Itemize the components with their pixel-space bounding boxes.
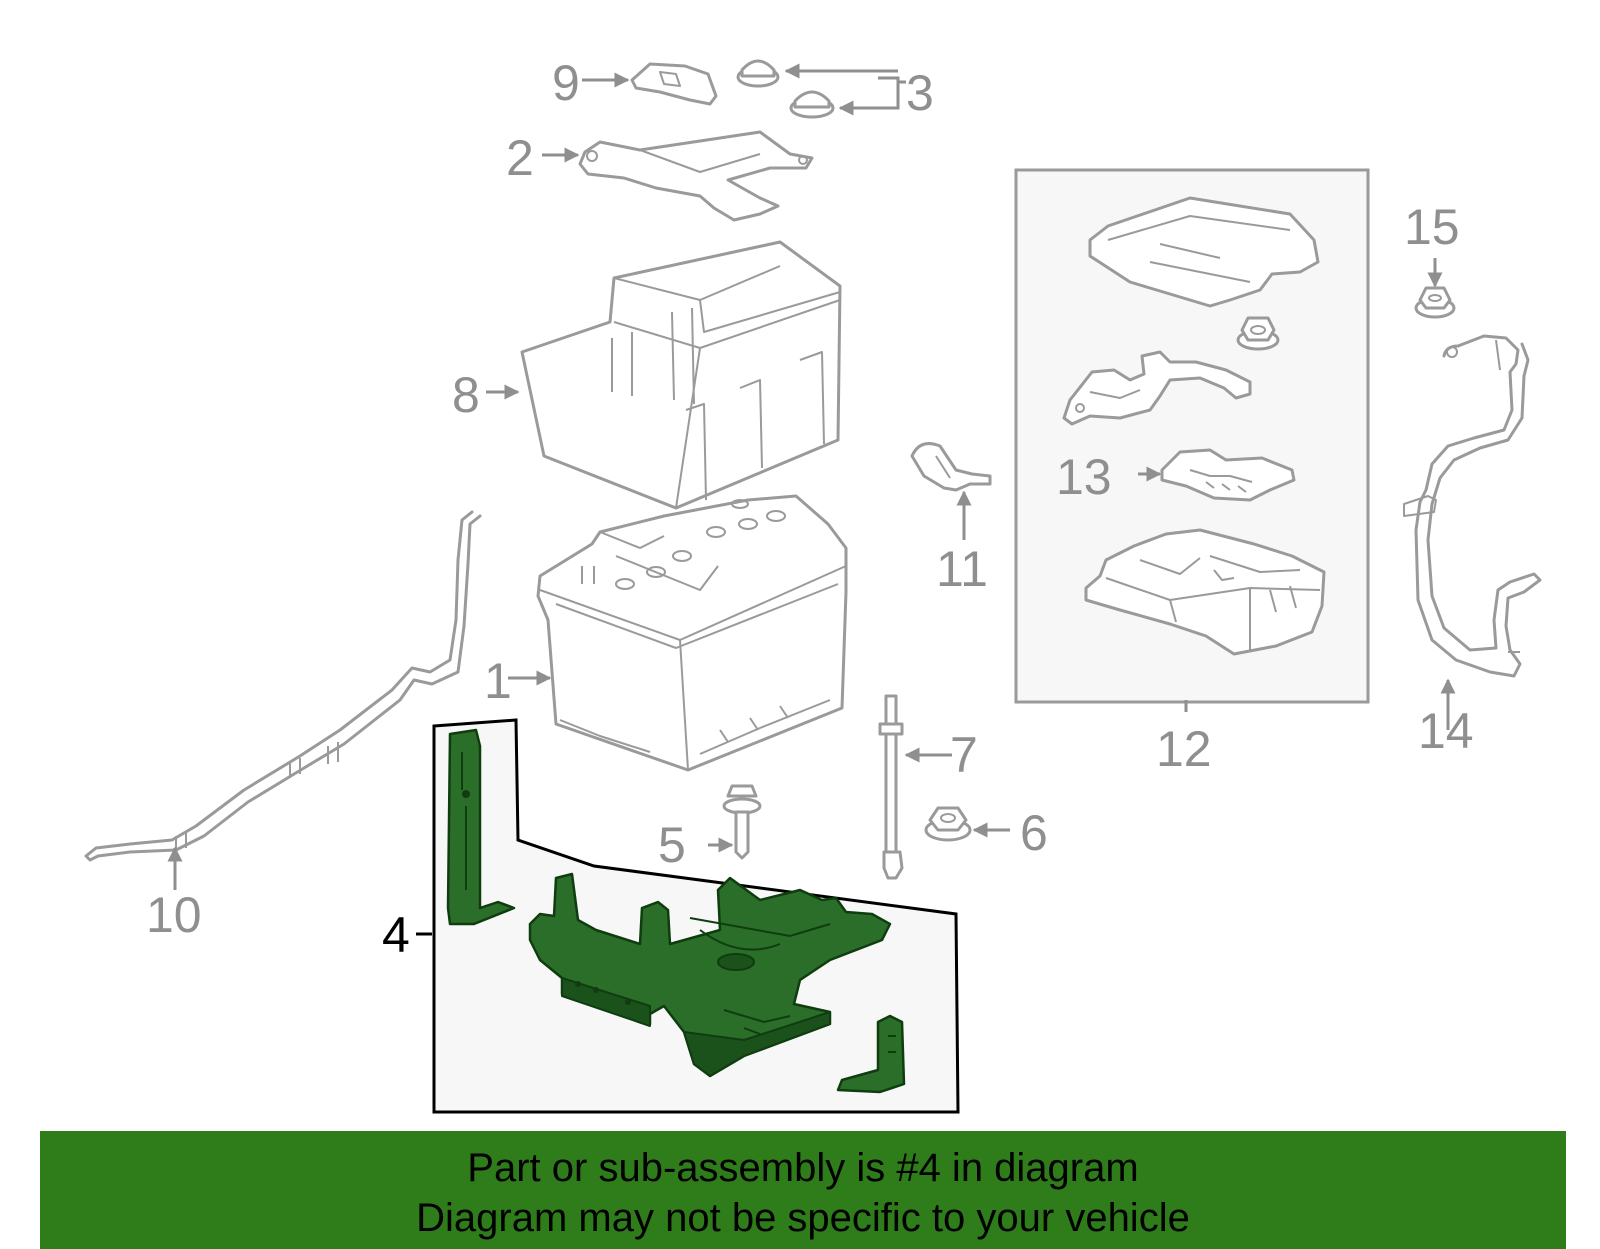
callout-12: 12 [1156,721,1212,777]
callout-10: 10 [146,887,202,943]
callout-11: 11 [936,541,988,597]
banner-line-2: Diagram may not be specific to your vehi… [416,1196,1190,1240]
callout-labels: 9 3 2 8 1 10 11 7 5 6 12 13 14 15 4 [146,55,1474,963]
callout-2: 2 [506,130,534,186]
part-12-fuse-block-assembly[interactable] [1014,168,1370,704]
parts-diagram: 9 3 2 8 1 10 11 7 5 6 12 13 14 15 4 [84,55,1542,1114]
callout-6: 6 [1020,805,1048,861]
leader-lines [167,63,1456,936]
part-5-bolt[interactable] [722,784,762,860]
callout-3: 3 [906,65,934,121]
callout-7: 7 [950,727,978,783]
banner-line-1: Part or sub-assembly is #4 in diagram [467,1146,1139,1190]
part-12-nut [1236,316,1280,351]
callout-1: 1 [484,653,512,709]
callout-9: 9 [552,55,580,111]
callout-4: 4 [382,907,410,963]
info-banner: Part or sub-assembly is #4 in diagram Di… [40,1131,1566,1249]
callout-15: 15 [1404,199,1460,255]
part-8-battery-cover[interactable] [520,240,842,510]
part-9-terminal-cover[interactable] [630,62,718,106]
part-10-cable-harness[interactable] [84,510,482,862]
part-13-fuse-plate[interactable] [1160,448,1296,502]
part-1-battery[interactable] [536,494,848,772]
part-3-caps[interactable] [736,59,835,119]
part-15-nut[interactable] [1414,286,1456,319]
part-2-hold-down-bracket[interactable] [578,130,814,222]
part-11-clip[interactable] [910,442,992,492]
callout-13: 13 [1056,449,1112,505]
callout-5: 5 [658,817,686,873]
part-6-nut[interactable] [924,806,972,842]
callout-14: 14 [1418,703,1474,759]
callout-8: 8 [452,367,480,423]
part-7-stud[interactable] [878,694,904,880]
part-4-battery-tray[interactable] [432,718,960,1114]
part-14-battery-cable[interactable] [1403,334,1542,678]
